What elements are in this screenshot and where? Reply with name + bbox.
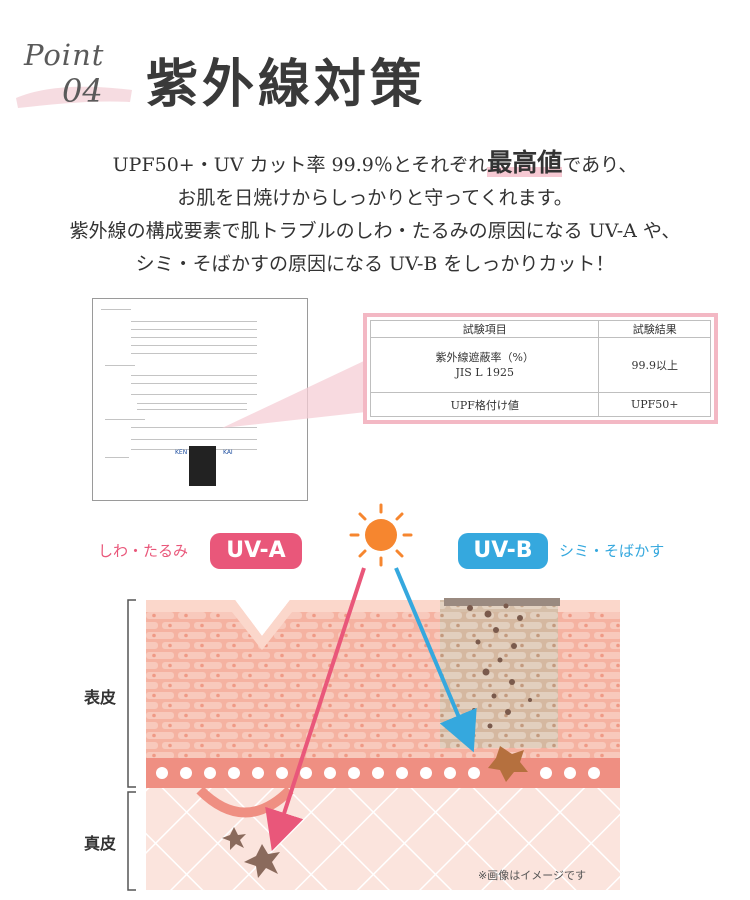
description: UPF50+・UV カット率 99.9％とそれぞれ最高値であり、 お肌を日焼けか… (0, 146, 750, 281)
column-header-result: 試験結果 (598, 320, 711, 338)
dermis-label: 真皮 (84, 834, 117, 853)
highlight-text: 最高値 (487, 148, 563, 177)
dermis-layer (146, 770, 620, 890)
fabric-label-left: KEN (175, 449, 188, 456)
description-text: UPF50+・UV カット率 99.9％とそれぞれ (112, 154, 488, 176)
table-cell-item: 紫外線遮蔽率（%） JIS L 1925 (369, 337, 600, 393)
point-number: 04 (62, 72, 103, 110)
fabric-sample-image (189, 446, 216, 486)
item-name: 紫外線遮蔽率（%） (435, 351, 534, 364)
fabric-label-right: KAI (223, 449, 233, 456)
table-cell-item: UPF格付け値 (369, 392, 600, 417)
dermis-bracket (127, 791, 136, 891)
uva-effect-label: しわ・たるみ (98, 542, 189, 560)
uvb-ray-arrow (394, 567, 477, 753)
description-line-1: UPF50+・UV カット率 99.9％とそれぞれ最高値であり、 (0, 146, 750, 182)
description-line-3: 紫外線の構成要素で肌トラブルのしわ・たるみの原因になる UV-A や、 (69, 220, 681, 242)
table-header-row: 試験項目 試験結果 (369, 320, 711, 338)
description-line-2: お肌を日焼けからしっかりと守ってくれます。 (177, 187, 573, 209)
epidermis-bracket (127, 599, 136, 788)
uva-ray-arrow (265, 567, 366, 852)
item-standard: JIS L 1925 (455, 366, 515, 379)
uvb-effect-label: シミ・そばかす (559, 542, 665, 560)
description-line-4: シミ・そばかすの原因になる UV-B をしっかりカット！ (135, 253, 615, 275)
point-heading: Point 04 紫外線対策 (0, 28, 750, 118)
epidermis-label: 表皮 (84, 688, 117, 707)
image-note: ※画像はイメージです (478, 869, 586, 882)
brush-stroke-decoration (16, 86, 132, 108)
test-report-document: KEN KAI (92, 298, 308, 501)
table-cell-result: 99.9以上 (598, 337, 711, 393)
skin-cross-section-illustration (127, 503, 620, 891)
table-row: 紫外線遮蔽率（%） JIS L 1925 99.9以上 (369, 337, 711, 393)
table-cell-result: UPF50+ (598, 392, 711, 417)
table-row: UPF格付け値 UPF50+ (369, 392, 711, 417)
point-word: Point (24, 38, 105, 72)
uva-badge: UV-A (210, 533, 302, 569)
page-title: 紫外線対策 (146, 55, 427, 115)
uvb-badge: UV-B (458, 533, 548, 569)
description-text: であり、 (562, 154, 638, 176)
column-header-item: 試験項目 (369, 320, 600, 338)
sun-icon (349, 503, 413, 567)
test-result-table: 試験項目 試験結果 紫外線遮蔽率（%） JIS L 1925 99.9以上 UP… (363, 313, 718, 424)
result-table: 試験項目 試験結果 紫外線遮蔽率（%） JIS L 1925 99.9以上 UP… (369, 320, 711, 417)
